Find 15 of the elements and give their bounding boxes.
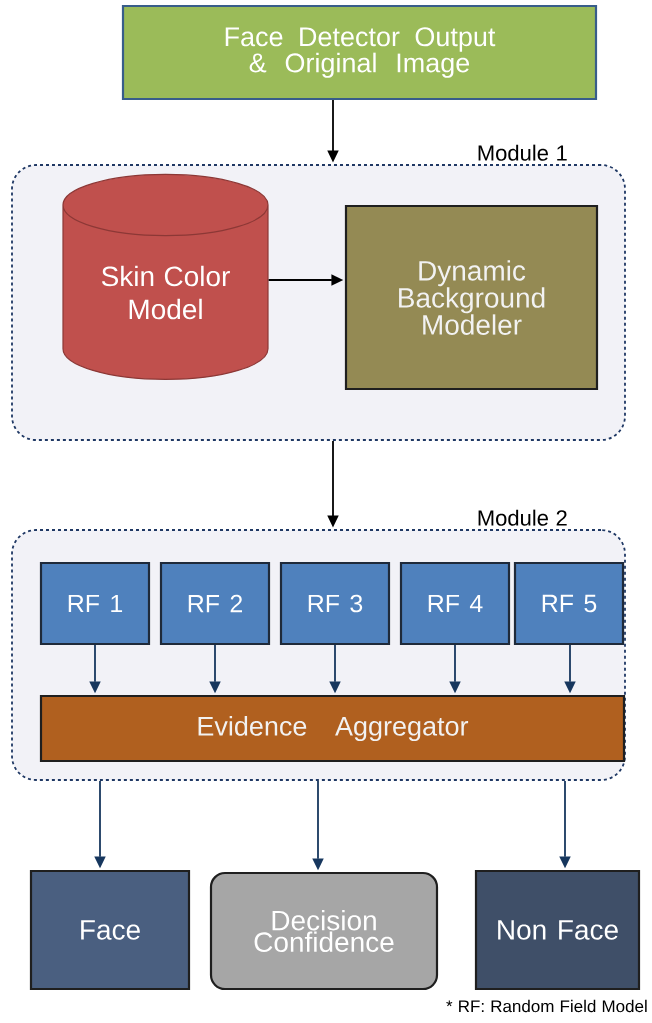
output-box: Decision Confidence	[209, 871, 439, 991]
process-box: Evidence Aggregator	[39, 694, 626, 763]
output-box: Non Face	[474, 869, 641, 991]
input-box: Face Detector Output & Original Image	[121, 4, 598, 101]
process-box: Dynamic Background Modeler	[344, 204, 599, 391]
database-cylinder: Skin Color Model	[62, 173, 269, 380]
output-box: Face	[29, 869, 191, 991]
process-box: RF 1	[39, 561, 151, 646]
process-box: RF 3	[279, 561, 391, 646]
node-label: Module 1	[478, 144, 567, 161]
process-box: RF 4	[399, 561, 511, 646]
process-box: RF 2	[159, 561, 271, 646]
process-box: RF 5	[513, 561, 625, 646]
footnote: * RF: Random Field Model	[446, 999, 647, 1013]
node-label: Module 2	[478, 509, 567, 526]
